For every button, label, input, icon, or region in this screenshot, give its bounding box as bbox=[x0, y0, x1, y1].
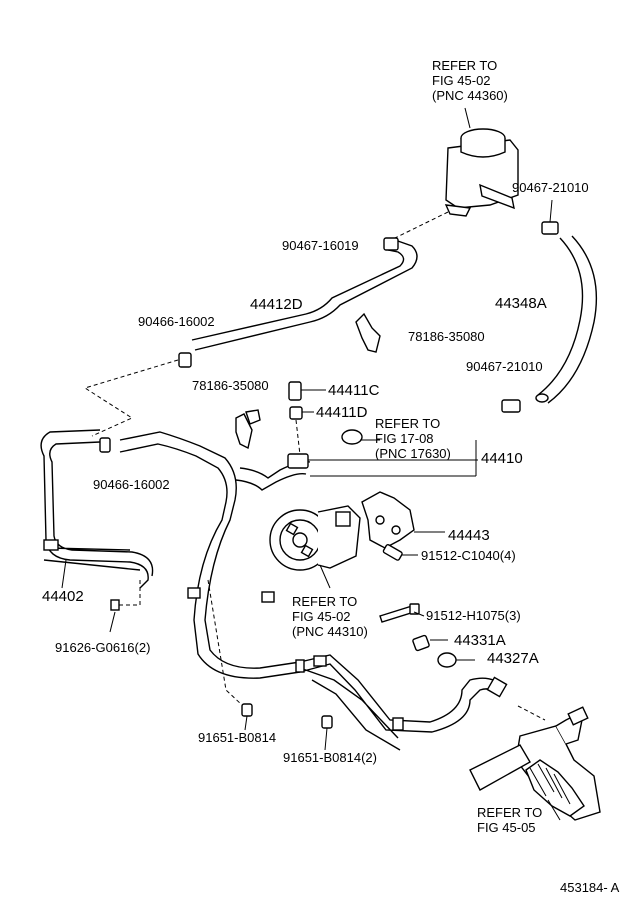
clamp-90466-16002-top bbox=[178, 352, 192, 368]
label-44411d: 44411D bbox=[316, 404, 368, 421]
ref-pump-body-line-1: REFER TO bbox=[292, 594, 358, 609]
label-78186-35080-left: 78186-35080 bbox=[192, 378, 269, 393]
label-90467-21010-mid: 90467-21010 bbox=[466, 359, 543, 374]
hose-44412d bbox=[191, 239, 418, 351]
label-44402: 44402 bbox=[42, 588, 84, 605]
union-44331a bbox=[412, 634, 448, 652]
clamp-90467-21010-mid bbox=[501, 399, 521, 413]
label-44412d: 44412D bbox=[250, 296, 303, 313]
bolt-91651-b0814 bbox=[241, 703, 253, 717]
bracket-78186-35080-right bbox=[355, 312, 381, 353]
label-90466-16002-top: 90466-16002 bbox=[138, 314, 215, 329]
power-steering-pump bbox=[269, 505, 361, 589]
gasket-44327a bbox=[437, 652, 475, 668]
ref-reservoir-line-3: (PNC 44360) bbox=[432, 88, 508, 103]
diagram-id: 453184- A bbox=[560, 880, 620, 895]
pressure-hose-44410 bbox=[119, 431, 301, 679]
fitting-44411c bbox=[288, 381, 326, 401]
label-44327a: 44327A bbox=[487, 650, 539, 667]
ref-reservoir-line-2: FIG 45-02 bbox=[432, 73, 491, 88]
ref-steering-gear: REFER TO FIG 45-05 bbox=[477, 805, 542, 835]
clamp-90466-16002-bot bbox=[99, 437, 111, 453]
label-91626-g0616: 91626-G0616(2) bbox=[55, 640, 151, 655]
flow-control-valve bbox=[341, 429, 380, 445]
steering-gear bbox=[469, 706, 601, 821]
label-44443: 44443 bbox=[448, 527, 490, 544]
label-91651-b0814-2: 91651-B0814(2) bbox=[283, 750, 377, 765]
ref-pressure-valve-line-3: (PNC 17630) bbox=[375, 446, 451, 461]
return-tube-44402 bbox=[40, 429, 154, 589]
label-91512-c1040: 91512-C1040(4) bbox=[421, 548, 516, 563]
reservoir-tank bbox=[444, 107, 519, 217]
clamp-90467-21010-top bbox=[541, 199, 559, 235]
ref-pressure-valve: REFER TO FIG 17-08 (PNC 17630) bbox=[375, 416, 451, 461]
pressure-line-to-gear bbox=[299, 654, 506, 751]
ref-steering-gear-line-2: FIG 45-05 bbox=[477, 820, 536, 835]
bolt-91626-g0616 bbox=[109, 580, 141, 633]
dashed-link-reservoir bbox=[394, 211, 449, 239]
bolt-91651-b0814-2 bbox=[321, 715, 333, 729]
label-90466-16002-bottom: 90466-16002 bbox=[93, 477, 170, 492]
fitting-44411d bbox=[289, 406, 314, 420]
ref-pump-body-line-3: (PNC 44310) bbox=[292, 624, 368, 639]
bracket-78186-35080-left bbox=[235, 413, 253, 450]
dashed-link-left bbox=[83, 359, 179, 437]
ref-reservoir-line-1: REFER TO bbox=[432, 58, 498, 73]
ref-reservoir: REFER TO FIG 45-02 (PNC 44360) bbox=[432, 58, 508, 103]
label-78186-35080-right: 78186-35080 bbox=[408, 329, 485, 344]
ref-pressure-valve-line-2: FIG 17-08 bbox=[375, 431, 434, 446]
label-90467-21010-top: 90467-21010 bbox=[512, 180, 589, 195]
bolt-91512-h1075 bbox=[379, 603, 425, 623]
label-44331a: 44331A bbox=[454, 632, 506, 649]
pump-bracket-44443 bbox=[361, 491, 445, 549]
ref-steering-gear-line-1: REFER TO bbox=[477, 805, 543, 820]
label-44410: 44410 bbox=[481, 450, 523, 467]
label-91651-b0814: 91651-B0814 bbox=[198, 730, 277, 745]
hose-44348a bbox=[537, 235, 598, 404]
label-44411c: 44411C bbox=[328, 382, 380, 399]
label-90467-16019: 90467-16019 bbox=[282, 238, 359, 253]
ref-pressure-valve-line-1: REFER TO bbox=[375, 416, 441, 431]
ref-pump-body: REFER TO FIG 45-02 (PNC 44310) bbox=[292, 594, 368, 639]
label-91512-h1075: 91512-H1075(3) bbox=[426, 608, 521, 623]
ref-pump-body-line-2: FIG 45-02 bbox=[292, 609, 351, 624]
label-44348a: 44348A bbox=[495, 295, 547, 312]
bolt-91512-c1040 bbox=[382, 544, 418, 561]
clamp-90467-16019 bbox=[383, 237, 399, 251]
